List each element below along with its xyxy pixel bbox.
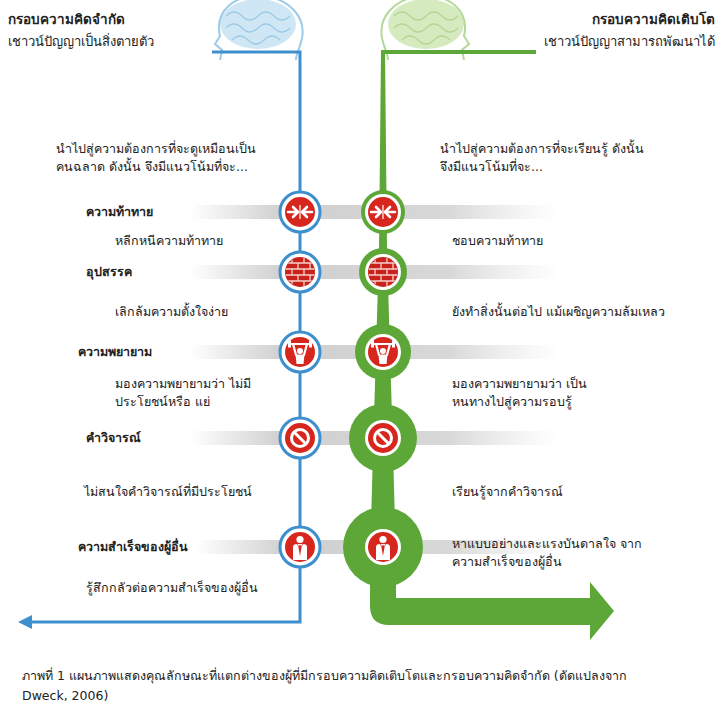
fixed-response: มองความพยายามว่า ไม่มีประโยชน์หรือ แย่	[115, 375, 265, 411]
intro-text: นำไปสู่ความต้องการที่จะเรียนรู้ ดังนั้น …	[440, 140, 650, 176]
row-heading: ความพยายาม	[78, 343, 152, 361]
figure-caption: ภาพที่ 1 แผนภาพแสดงคุณลักษณะที่แตกต่างขอ…	[22, 666, 642, 706]
mindset-title: กรอบความคิดจำกัด	[8, 10, 125, 30]
growth-response: เรียนรู้จากคำวิจารณ์	[452, 483, 563, 501]
fixed-response: เลิกล้มความตั้งใจง่าย	[115, 303, 228, 321]
intro-text: นำไปสู่ความต้องการที่จะดูเหมือนเป็นคนฉลา…	[56, 140, 261, 176]
mindset-belief: เชาวน์ปัญญาเป็นสิ่งตายตัว	[8, 33, 154, 52]
growth-response: ชอบความท้าทาย	[452, 232, 543, 250]
row-heading: ความท้าทาย	[86, 203, 153, 221]
row-heading: อุปสรรค	[86, 263, 132, 281]
fixed-path	[30, 52, 300, 622]
growth-response: หาแบบอย่างและแรงบันดาลใจ จากความสำเร็จขอ…	[452, 535, 642, 571]
growth-path	[383, 50, 536, 54]
fixed-response: ไม่สนใจคำวิจารณ์ที่มีประโยชน์	[84, 483, 252, 501]
row-heading: คำวิจารณ์	[86, 429, 141, 447]
fixed-response: หลีกหนีความท้าทาย	[115, 232, 223, 250]
growth-icons	[343, 190, 423, 587]
mindset-belief: เชาวน์ปัญญาสามารถพัฒนาได้	[544, 33, 715, 52]
fixed-arrowhead	[18, 615, 32, 629]
fixed-icons	[280, 192, 320, 567]
mindset-title: กรอบความคิดเติบโต	[592, 10, 715, 30]
fixed-response: รู้สึกกลัวต่อความสำเร็จของผู้อื่น	[86, 579, 258, 597]
growth-response: ยังทำสิ่งนั้นต่อไป แม้เผชิญความล้มเหลว	[452, 303, 665, 321]
row-heading: ความสำเร็จของผู้อื่น	[78, 538, 188, 556]
growth-response: มองความพยายามว่า เป็นหนทางไปสู่ความรอบรู…	[452, 375, 612, 411]
